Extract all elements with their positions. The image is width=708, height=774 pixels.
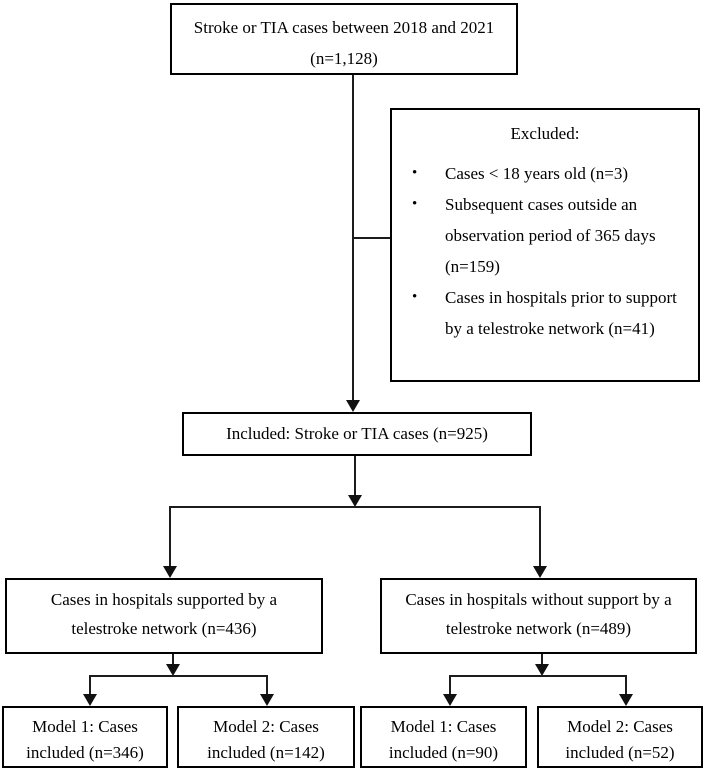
arrow-down-icon — [533, 566, 547, 578]
excluded-title: Excluded: — [510, 124, 580, 143]
excluded-item-text: Subsequent cases outside an observation … — [445, 195, 656, 276]
connector-split-right-vertical — [539, 506, 541, 566]
node-included-label: Included: Stroke or TIA cases (n=925) — [226, 424, 488, 443]
arrow-down-icon — [535, 664, 549, 676]
arrow-down-icon — [166, 664, 180, 676]
excluded-item-text: Cases in hospitals prior to support by a… — [445, 288, 677, 338]
node-total-cases-line1: Stroke or TIA cases between 2018 and 202… — [193, 18, 495, 37]
node-without-line1: Cases in hospitals without support by a — [405, 590, 672, 609]
connector-supported-horizontal — [89, 675, 268, 677]
arrow-down-icon — [83, 694, 97, 706]
arrow-down-icon — [619, 694, 633, 706]
arrow-down-icon — [346, 400, 360, 412]
node-excluded: Excluded: • Cases < 18 years old (n=3) •… — [390, 108, 700, 382]
bullet-icon: • — [412, 196, 418, 212]
node-without-line2: telestroke network (n=489) — [445, 619, 632, 638]
arrow-down-icon — [443, 694, 457, 706]
node-total-cases-count: (n=1,128) — [310, 49, 378, 68]
connector-split-left-vertical — [169, 506, 171, 566]
connector-without-horizontal — [449, 675, 627, 677]
connector-without-left-vertical — [449, 675, 451, 694]
model-line1: Model 2: Cases — [213, 717, 319, 736]
model-line2: included (n=142) — [207, 743, 325, 762]
model-line1: Model 1: Cases — [390, 717, 497, 736]
connector-without-stub — [541, 654, 543, 665]
node-included: Included: Stroke or TIA cases (n=925) — [182, 412, 532, 456]
arrow-down-icon — [260, 694, 274, 706]
node-supported-branch: Cases in hospitals supported by a telest… — [5, 578, 323, 654]
list-item: • Cases < 18 years old (n=3) — [412, 158, 698, 189]
node-without-branch: Cases in hospitals without support by a … — [380, 578, 697, 654]
list-item: • Cases in hospitals prior to support by… — [412, 282, 698, 344]
node-supported-line1: Cases in hospitals supported by a — [50, 590, 278, 609]
bullet-icon: • — [412, 165, 418, 181]
arrow-down-icon — [348, 495, 362, 507]
connector-without-right-vertical — [625, 675, 627, 694]
connector-supported-left-vertical — [89, 675, 91, 694]
connector-supported-stub — [172, 654, 174, 665]
connector-split-horizontal — [169, 506, 541, 508]
model-line2: included (n=90) — [388, 743, 499, 762]
excluded-item-text: Cases < 18 years old (n=3) — [445, 164, 628, 183]
node-supported-line2: telestroke network (n=436) — [71, 619, 257, 638]
model-line1: Model 1: Cases — [32, 717, 138, 736]
node-model2-supported: Model 2: Cases included (n=142) — [177, 706, 355, 768]
connector-supported-right-vertical — [266, 675, 268, 694]
node-model1-without: Model 1: Cases included (n=90) — [360, 706, 527, 768]
list-item: • Subsequent cases outside an observatio… — [412, 189, 698, 282]
connector-excluded-stub — [352, 237, 390, 239]
node-model2-without: Model 2: Cases included (n=52) — [537, 706, 703, 768]
node-total-cases: Stroke or TIA cases between 2018 and 202… — [170, 3, 518, 75]
arrow-down-icon — [163, 566, 177, 578]
model-line2: included (n=346) — [26, 743, 144, 762]
connector-included-vertical — [354, 456, 356, 495]
model-line1: Model 2: Cases — [567, 717, 673, 736]
model-line2: included (n=52) — [565, 743, 675, 762]
node-model1-supported: Model 1: Cases included (n=346) — [2, 706, 168, 768]
excluded-list: • Cases < 18 years old (n=3) • Subsequen… — [392, 158, 698, 344]
bullet-icon: • — [412, 289, 418, 305]
